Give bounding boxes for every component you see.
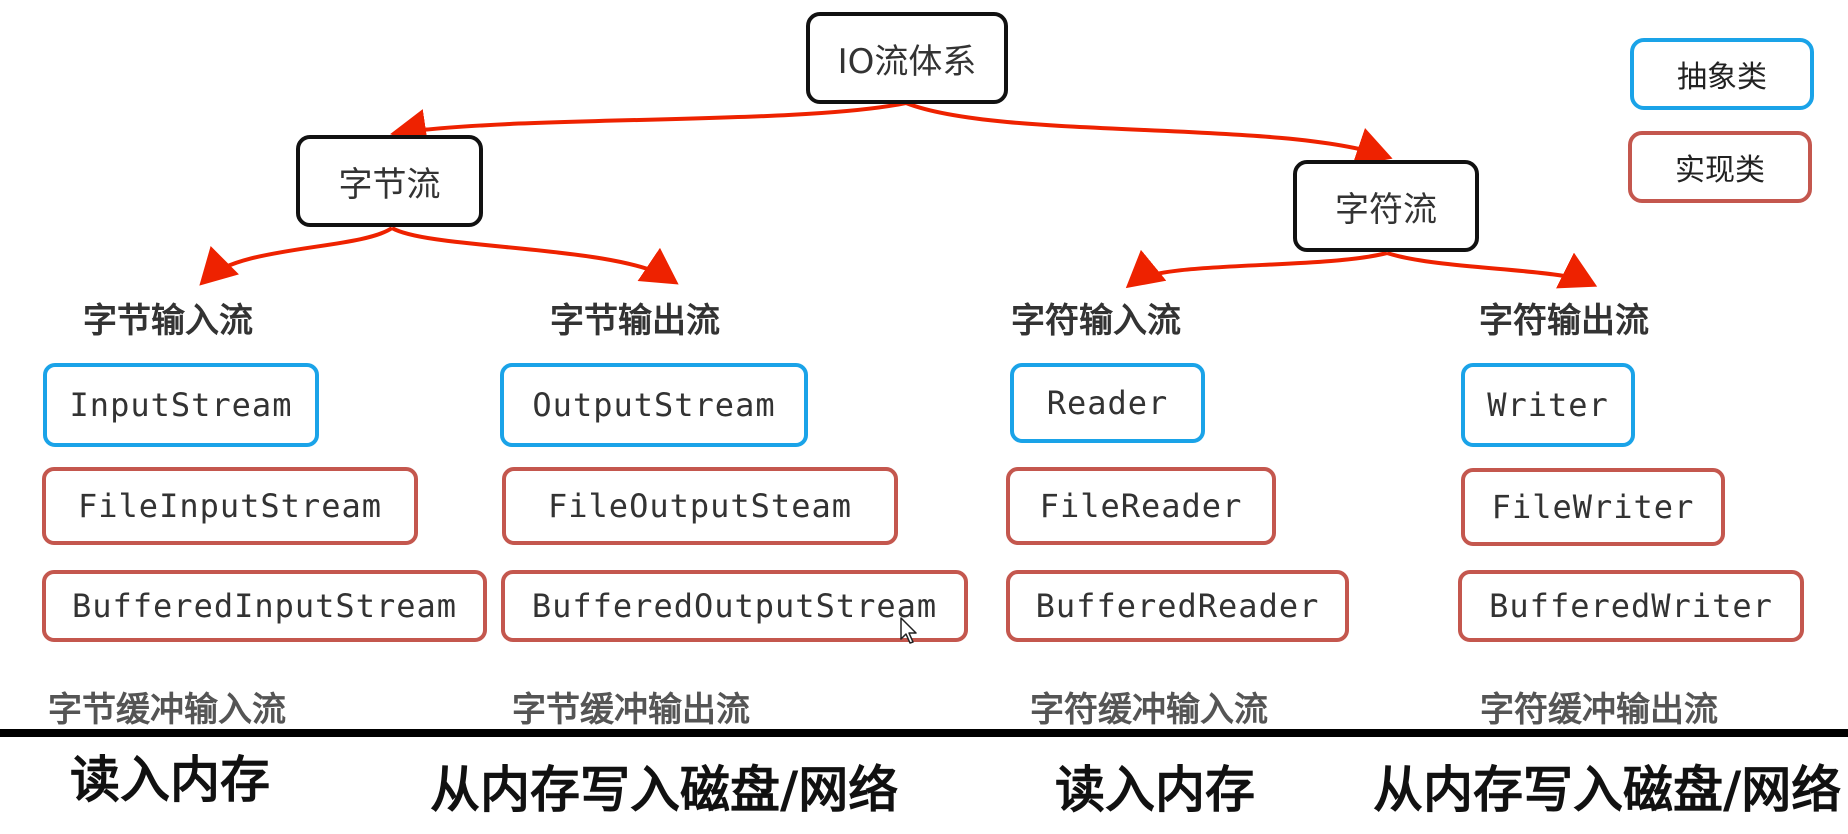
class-filereader: FileReader [1006, 467, 1276, 545]
caption-char-output: 从内存写入磁盘/网络 [1373, 761, 1842, 819]
class-fileinputstream: FileInputStream [42, 467, 418, 545]
root-node: IO流体系 [806, 12, 1008, 104]
label-byte-buffer-input: 字节缓冲输入流 [48, 690, 286, 730]
legend-impl: 实现类 [1628, 131, 1812, 203]
heading-byte-output: 字节输出流 [550, 301, 720, 341]
caption-byte-output: 从内存写入磁盘/网络 [430, 761, 899, 819]
label-char-buffer-output: 字符缓冲输出流 [1480, 690, 1718, 730]
char-stream-node: 字符流 [1293, 160, 1479, 252]
legend-abstract: 抽象类 [1630, 38, 1814, 110]
mouse-cursor-icon [900, 617, 917, 644]
divider-line [0, 729, 1848, 737]
byte-stream-node: 字节流 [296, 135, 483, 227]
arrow-root-to-char [905, 101, 1393, 166]
heading-char-output: 字符输出流 [1479, 301, 1649, 341]
label-char-buffer-input: 字符缓冲输入流 [1030, 690, 1268, 730]
class-filewriter: FileWriter [1461, 468, 1725, 546]
arrow-byte-to-output [391, 226, 679, 285]
arrow-byte-to-input [199, 226, 394, 286]
caption-byte-input: 读入内存 [70, 751, 270, 809]
class-reader: Reader [1010, 363, 1205, 443]
class-bufferedwriter: BufferedWriter [1458, 570, 1804, 642]
heading-byte-input: 字节输入流 [83, 301, 253, 341]
class-outputstream: OutputStream [500, 363, 808, 447]
label-byte-buffer-output: 字节缓冲输出流 [512, 690, 750, 730]
class-bufferedinputstream: BufferedInputStream [42, 570, 487, 642]
class-inputstream: InputStream [43, 363, 319, 447]
arrow-root-to-byte [390, 101, 907, 149]
arrow-char-to-input [1125, 249, 1388, 289]
arrow-char-to-output [1386, 251, 1598, 289]
class-fileoutputsteam: FileOutputSteam [502, 467, 898, 545]
class-bufferedreader: BufferedReader [1006, 570, 1349, 642]
class-writer: Writer [1461, 363, 1635, 447]
heading-char-input: 字符输入流 [1011, 301, 1181, 341]
class-bufferedoutputstream: BufferedOutputStream [501, 570, 968, 642]
caption-char-input: 读入内存 [1055, 761, 1255, 819]
